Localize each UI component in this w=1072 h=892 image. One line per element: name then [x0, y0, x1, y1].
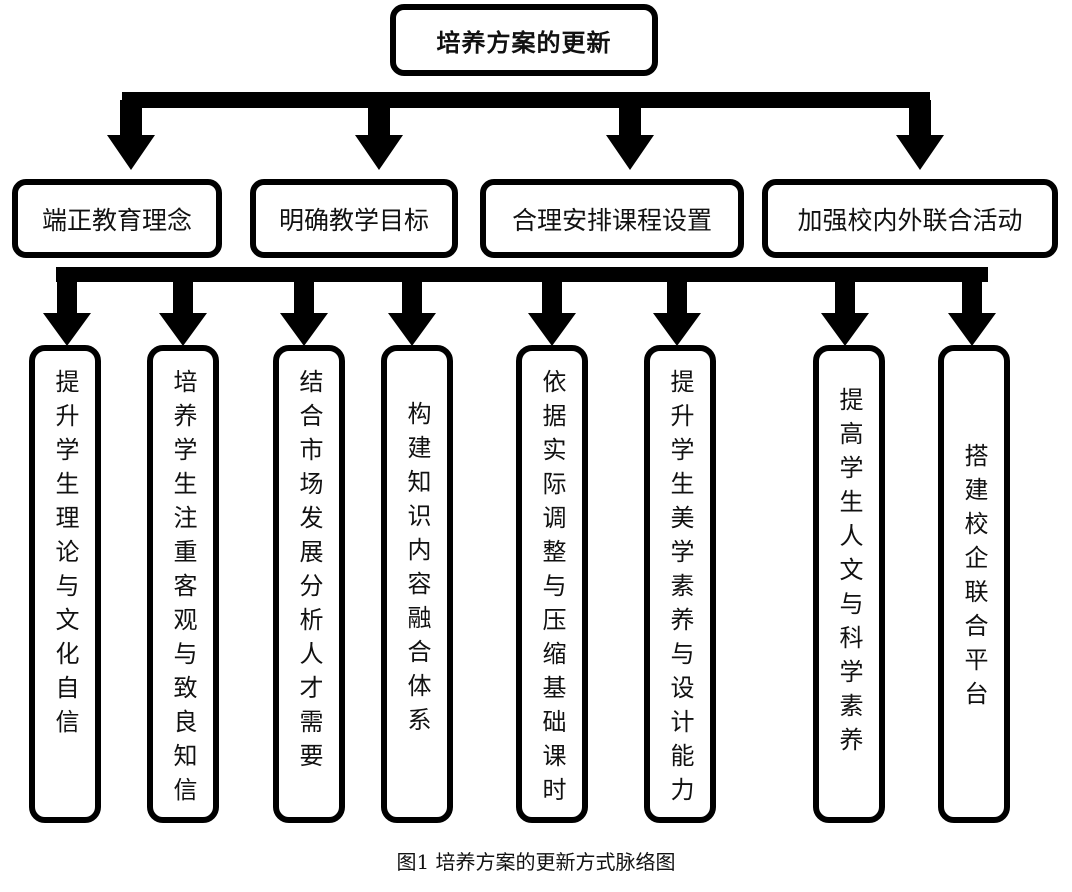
- leaf-arrow-5: [528, 275, 576, 346]
- leaf-node: 提升学生美学素养与设计能力: [644, 345, 716, 823]
- leaf-label: 培养学生注重客观与致良知信: [169, 369, 197, 811]
- root-node: 培养方案的更新: [390, 4, 658, 76]
- root-arrow-1: [107, 100, 155, 170]
- leaf-label: 提升学生理论与文化自信: [51, 369, 79, 743]
- root-node-label: 培养方案的更新: [436, 28, 612, 57]
- category-label: 明确教学目标: [278, 205, 429, 235]
- category-node-curriculum: 合理安排课程设置: [480, 179, 744, 258]
- category-node-philosophy: 端正教育理念: [12, 179, 222, 258]
- category-bus-bar: [56, 267, 988, 282]
- leaf-arrow-8: [948, 275, 996, 346]
- leaf-label: 结合市场发展分析人才需要: [295, 369, 323, 777]
- leaf-label: 构建知识内容融合体系: [403, 401, 431, 741]
- leaf-arrow-2: [159, 275, 207, 346]
- leaf-label: 提升学生美学素养与设计能力: [666, 369, 694, 811]
- leaf-label: 提高学生人文与科学素养: [835, 387, 863, 761]
- root-bus-bar: [122, 92, 930, 108]
- root-arrow-4: [896, 100, 944, 170]
- leaf-arrow-7: [821, 275, 869, 346]
- leaf-arrows: [43, 275, 996, 346]
- leaf-arrow-3: [280, 275, 328, 346]
- leaf-arrow-4: [388, 275, 436, 346]
- leaf-node: 培养学生注重客观与致良知信: [147, 345, 219, 823]
- root-arrow-2: [355, 100, 403, 170]
- root-arrows: [107, 100, 944, 170]
- leaf-node: 提升学生理论与文化自信: [29, 345, 101, 823]
- leaf-label: 搭建校企联合平台: [960, 443, 988, 715]
- leaf-node: 结合市场发展分析人才需要: [273, 345, 345, 823]
- leaf-node: 构建知识内容融合体系: [381, 345, 453, 823]
- leaf-label: 依据实际调整与压缩基础课时: [538, 369, 566, 811]
- category-label: 合理安排课程设置: [511, 205, 712, 235]
- category-node-activities: 加强校内外联合活动: [762, 179, 1058, 258]
- leaf-arrow-1: [43, 275, 91, 346]
- leaf-node: 依据实际调整与压缩基础课时: [516, 345, 588, 823]
- figure-caption: 图1 培养方案的更新方式脉络图: [396, 850, 676, 874]
- leaf-node: 搭建校企联合平台: [938, 345, 1010, 823]
- leaf-arrow-6: [653, 275, 701, 346]
- category-label: 端正教育理念: [41, 205, 192, 235]
- root-arrow-3: [606, 100, 654, 170]
- category-node-goals: 明确教学目标: [250, 179, 458, 258]
- category-label: 加强校内外联合活动: [797, 205, 1023, 235]
- leaf-node: 提高学生人文与科学素养: [813, 345, 885, 823]
